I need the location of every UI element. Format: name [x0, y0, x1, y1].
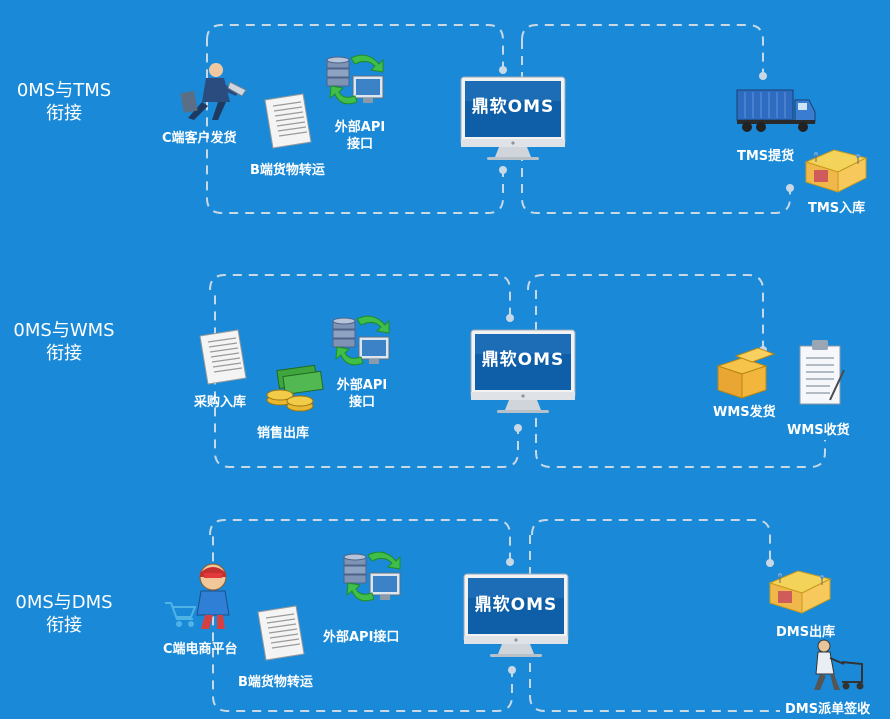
businessman-laptop-icon	[180, 63, 247, 120]
row-title-line: 衔接	[46, 343, 82, 364]
delivery-person-cart-icon	[814, 639, 864, 690]
document-icon	[199, 329, 247, 385]
label-tms-inbound: TMS入库	[808, 201, 866, 216]
warehouse-icon	[769, 570, 831, 614]
row2-frames	[209, 274, 826, 468]
row-title-line: 0MS与DMS	[15, 592, 113, 613]
monitor-icon	[460, 76, 566, 161]
label-api: 外部API 接口	[330, 377, 394, 411]
server-api-icon	[332, 315, 390, 366]
money-coins-icon	[266, 364, 324, 412]
monitor-screen-text: 鼎软OMS	[472, 96, 555, 117]
row-title-line: 0MS与TMS	[16, 80, 112, 101]
label-b-transfer: B端货物转运	[250, 163, 325, 178]
label-api-line: 接口	[348, 395, 375, 410]
label-purchase-inbound: 采购入库	[194, 395, 247, 410]
monitor-icon	[463, 573, 569, 658]
document-icon	[264, 93, 312, 149]
monitor-screen-text: 鼎软OMS	[482, 349, 565, 370]
label-dms-sign: DMS派单签收	[785, 702, 871, 717]
label-sales-outbound: 销售出库	[257, 426, 310, 441]
label-wms-ship: WMS发货	[713, 405, 776, 420]
row-title-line: 衔接	[46, 103, 82, 124]
row3-frames	[209, 519, 780, 712]
label-api-line: 外部API	[334, 120, 386, 135]
server-api-icon	[343, 551, 401, 602]
label-c-ecommerce: C端电商平台	[163, 642, 238, 657]
row1-frames	[206, 24, 791, 214]
superhero-cart-icon	[165, 563, 230, 629]
cardboard-boxes-icon	[716, 347, 776, 399]
label-wms-receive: WMS收货	[787, 423, 850, 438]
row-title-line: 0MS与WMS	[13, 320, 115, 341]
label-dms-outbound: DMS出库	[776, 625, 836, 640]
warehouse-icon	[805, 149, 867, 193]
label-c-client: C端客户发货	[162, 131, 237, 146]
label-api-line: 外部API	[336, 378, 388, 393]
truck-icon	[736, 89, 816, 132]
row-title-wms: 0MS与WMS 衔接	[4, 319, 124, 365]
row-title-tms: 0MS与TMS 衔接	[4, 79, 124, 125]
label-api-full: 外部API接口	[323, 630, 400, 645]
row-title-line: 衔接	[46, 615, 82, 636]
document-icon	[257, 605, 305, 661]
monitor-icon	[470, 329, 576, 414]
monitor-screen-text: 鼎软OMS	[475, 594, 558, 615]
label-tms-pickup: TMS提货	[737, 149, 795, 164]
label-b-transfer: B端货物转运	[238, 675, 313, 690]
label-api-line: 接口	[346, 137, 373, 152]
label-api: 外部API 接口	[328, 119, 392, 153]
server-api-icon	[326, 54, 384, 105]
clipboard-checklist-icon	[799, 340, 845, 405]
row-title-dms: 0MS与DMS 衔接	[4, 591, 124, 637]
